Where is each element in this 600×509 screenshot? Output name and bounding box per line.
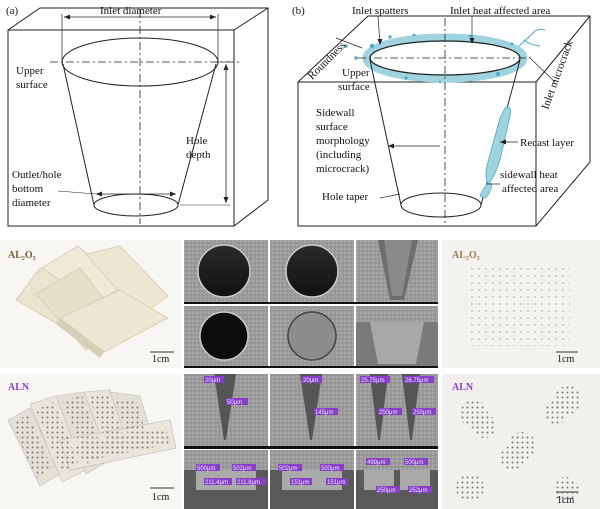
hole-depth-label-1: Hole	[186, 135, 208, 147]
inlet-spatters-label: Inlet spatters	[352, 5, 409, 17]
inlet-diameter-label: Inlet diameter	[100, 5, 162, 17]
sem-tag-r3-7: 250μm	[413, 410, 431, 416]
scale-label-1: 1cm	[152, 354, 169, 365]
sem-hole-1	[197, 244, 251, 298]
hole-depth-label-2: depth	[186, 149, 211, 161]
sem-tag-r3-6: 250μm	[379, 410, 397, 416]
panel-b-diagram: (b)	[292, 5, 591, 227]
sem-tag-r3-3: 145μm	[315, 410, 333, 416]
sem-tag-r4-4: 502μm	[279, 466, 297, 472]
al2o3-sem-grid	[184, 240, 438, 368]
sem-tag-r4-7: 151μm	[327, 480, 345, 486]
upper-surface-b-label-1: Upper	[342, 67, 370, 79]
block-outline	[7, 7, 269, 227]
outlet-ellipse	[93, 193, 179, 217]
panel-a-tag: (a)	[6, 5, 19, 17]
inlet-haz-label: Inlet heat affected area	[450, 5, 550, 17]
scale-label-4: 1cm	[557, 495, 574, 506]
sem-tag-r4-11: 252μm	[409, 488, 427, 494]
sidewall-label-1: Sidewall	[316, 107, 355, 119]
sem-tag-r3-0: 20μm	[205, 378, 220, 384]
sem-tag-r3-5: 26.75μm	[405, 378, 428, 384]
sem-tag-r3-4: 25.75μm	[361, 378, 384, 384]
aln-tag: ALN	[8, 382, 30, 393]
sidewall-label-4: (including	[316, 149, 362, 161]
scale-label-2: 1cm	[557, 354, 574, 365]
al2o3-array-photo: AL₂O₃ 1cm	[442, 240, 600, 368]
aln-tag-2: ALN	[452, 382, 474, 393]
sem-tag-r4-10: 250μm	[377, 488, 395, 494]
aln-array-photo: ALN 1cm	[442, 374, 600, 509]
aln-sem-grid: 20μm 50μm 20μm 145μm 25.75μm 26.75μm 250…	[184, 374, 438, 509]
sidewall-label-3: morphology	[316, 135, 370, 147]
hole-taper-label: Hole taper	[322, 191, 368, 203]
upper-surface-label-2: surface	[16, 79, 48, 91]
sem-tag-r4-0: 500μm	[197, 466, 215, 472]
recast-layer-label: Recast layer	[520, 137, 574, 149]
sem-tag-r4-1: 502μm	[233, 466, 251, 472]
sem-measure-tags: 20μm 50μm 20μm 145μm 25.75μm 26.75μm 250…	[196, 376, 436, 494]
sem-tag-r4-8: 499μm	[367, 460, 385, 466]
sem-cross-section-2	[370, 322, 424, 364]
al2o3-tag-2: AL₂O₃	[452, 250, 480, 261]
sem-tag-r4-3: 211.8μm	[237, 480, 260, 486]
upper-surface-label-1: Upper	[16, 65, 44, 77]
outlet-label-2: bottom	[12, 183, 44, 195]
sem-hole-2	[285, 244, 339, 298]
sem-hole-3	[199, 311, 249, 361]
sem-hole-4	[287, 311, 337, 361]
sidewall-haz-label-1: sidewall heat	[500, 169, 558, 181]
sidewall-haz-label-2: affected area	[502, 183, 558, 195]
outlet-label-3: diameter	[12, 197, 51, 209]
sem-tag-r3-1: 50μm	[227, 400, 242, 406]
recast-layer	[485, 106, 511, 185]
sem-tag-r4-9: 500μm	[405, 460, 423, 466]
sem-tag-r4-6: 151μm	[291, 480, 309, 486]
upper-surface-b-label-2: surface	[338, 81, 370, 93]
sidewall-label-2: surface	[316, 121, 348, 133]
outlet-label-1: Outlet/hole	[12, 169, 62, 181]
inlet-microcrack-label: Inlet microcrack	[540, 38, 576, 111]
al2o3-tag: AL₂O₃	[8, 250, 36, 261]
scale-label-3: 1cm	[152, 492, 169, 503]
sem-tag-r4-2: 211.4μm	[205, 480, 228, 486]
sem-tag-r4-5: 500μm	[321, 466, 339, 472]
panel-b-tag: (b)	[292, 5, 305, 17]
sidewall-label-5: microcrack)	[316, 163, 369, 175]
panel-a-diagram: (a) Inlet diameter Hole depth Uppe	[6, 5, 269, 227]
aln-photo: ALN 1cm	[0, 374, 182, 509]
inlet-spatter-dots	[344, 33, 514, 84]
sem-tag-r3-2: 20μm	[303, 378, 318, 384]
al2o3-photo: AL₂O₃ 1cm	[0, 240, 182, 368]
